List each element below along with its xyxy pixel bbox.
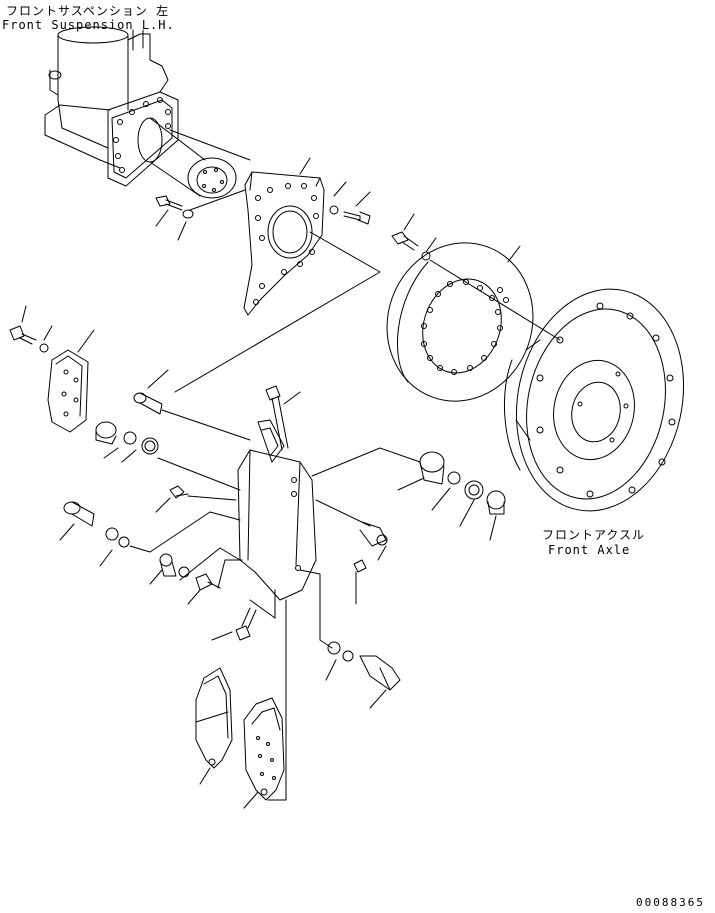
front-suspension-label-en: Front Suspension L.H. [2, 18, 175, 32]
guide-pin-lower-left [60, 502, 240, 566]
small-fitting-right [300, 560, 366, 648]
brake-pad-upper-left [48, 330, 94, 432]
front-suspension-housing [45, 27, 236, 198]
front-suspension-label-jp: フロントサスペンション 左 [6, 4, 170, 18]
front-axle-label-en: Front Axle [548, 543, 631, 557]
bolt-and-washer-middle [330, 182, 370, 224]
brake-caliper-body [238, 420, 316, 618]
guide-pin-upper [134, 370, 250, 440]
brake-pads-lower [196, 600, 286, 808]
guide-pin-lower-right [326, 642, 400, 708]
front-axle-hub [497, 273, 704, 526]
piston-and-seals-right [312, 448, 505, 540]
caliper-mounting-bracket [170, 130, 380, 392]
caliper-long-bolt [266, 386, 300, 450]
bolt-with-washer-upper-left [156, 196, 193, 240]
brake-disc [365, 222, 555, 422]
bolt-and-washer-disc [392, 214, 560, 340]
caliper-mounting-bolt-lower [212, 608, 256, 640]
front-axle-label-jp: フロントアクスル [542, 528, 646, 542]
bolt-and-washer-far-left [10, 306, 52, 352]
small-bolt-left [156, 486, 236, 512]
piston-and-seals-left [96, 422, 240, 490]
cap-and-seal-lower-middle [150, 548, 240, 584]
bleeder-screw [188, 560, 242, 604]
guide-pin-right [316, 500, 387, 560]
drawing-code: 00088365 [636, 896, 705, 909]
